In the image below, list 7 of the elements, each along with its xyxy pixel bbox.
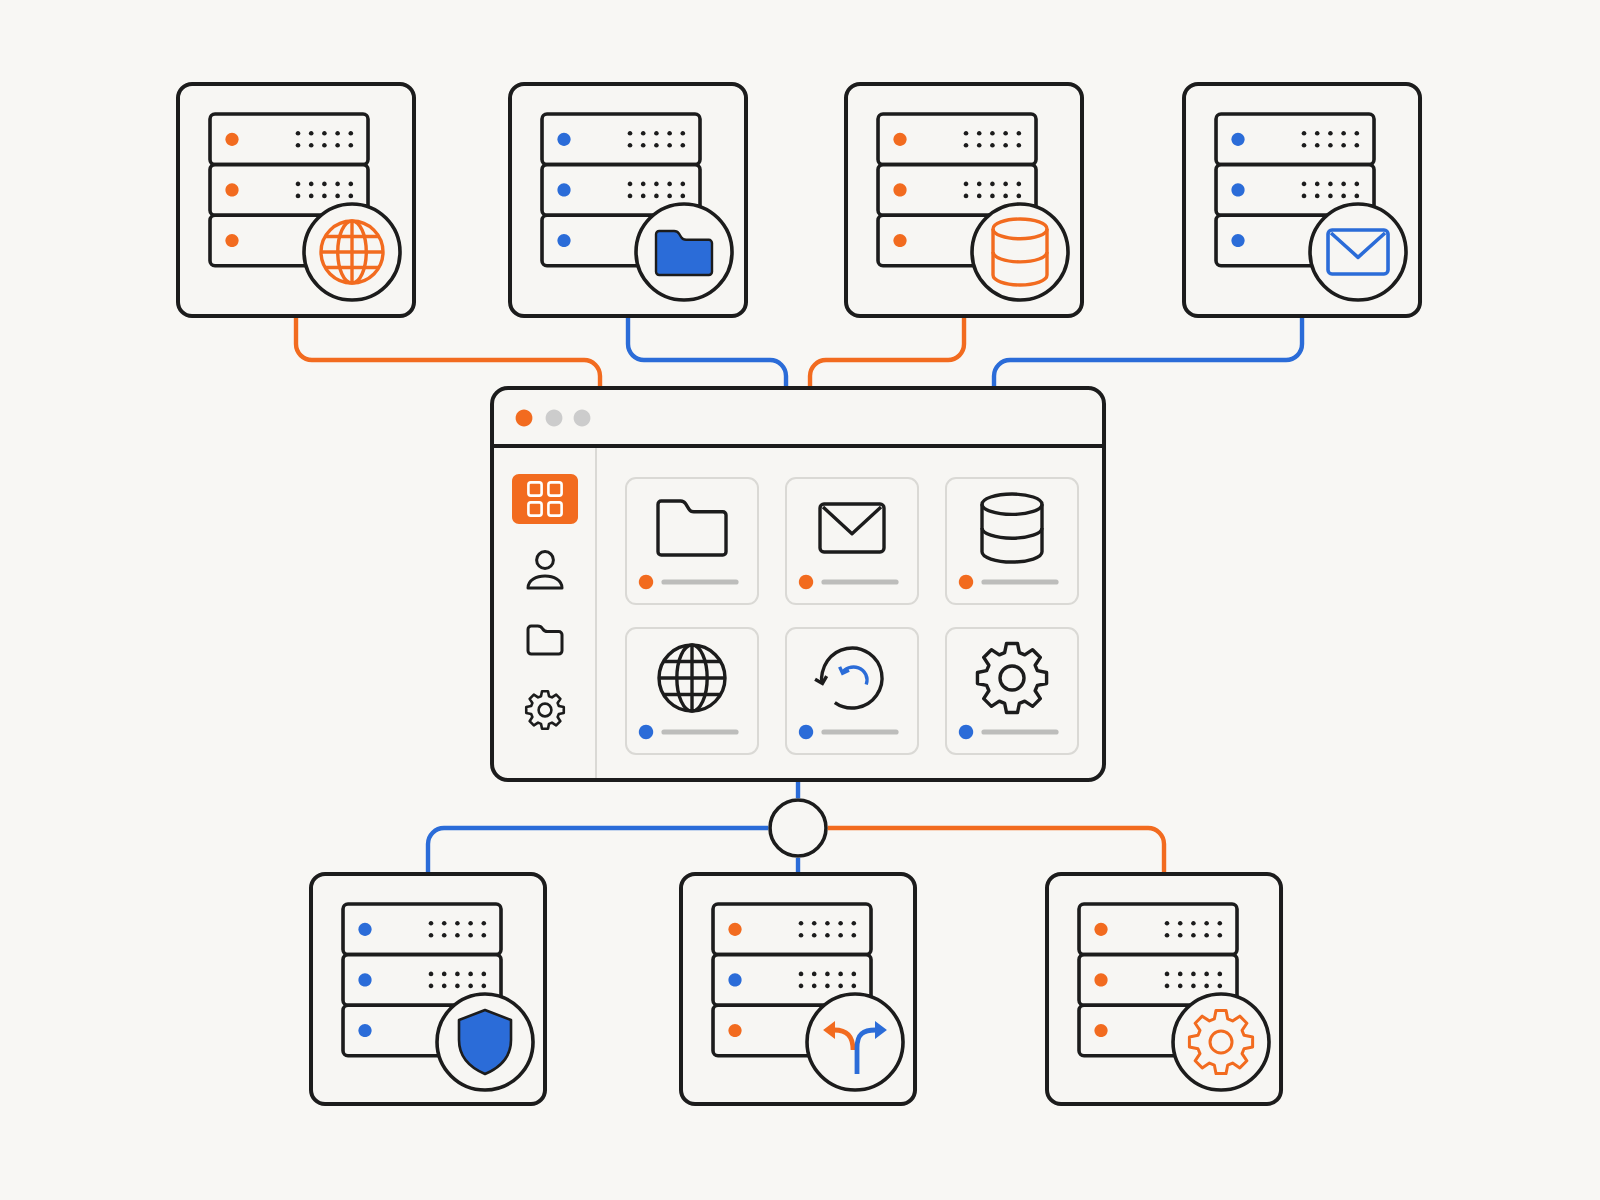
hub-circle (768, 798, 828, 858)
connector-line (827, 825, 1167, 872)
connector-line (795, 857, 801, 872)
connector-line (625, 318, 789, 386)
connector-line (795, 782, 801, 799)
connector-line (425, 825, 769, 872)
connector-line (807, 318, 967, 386)
